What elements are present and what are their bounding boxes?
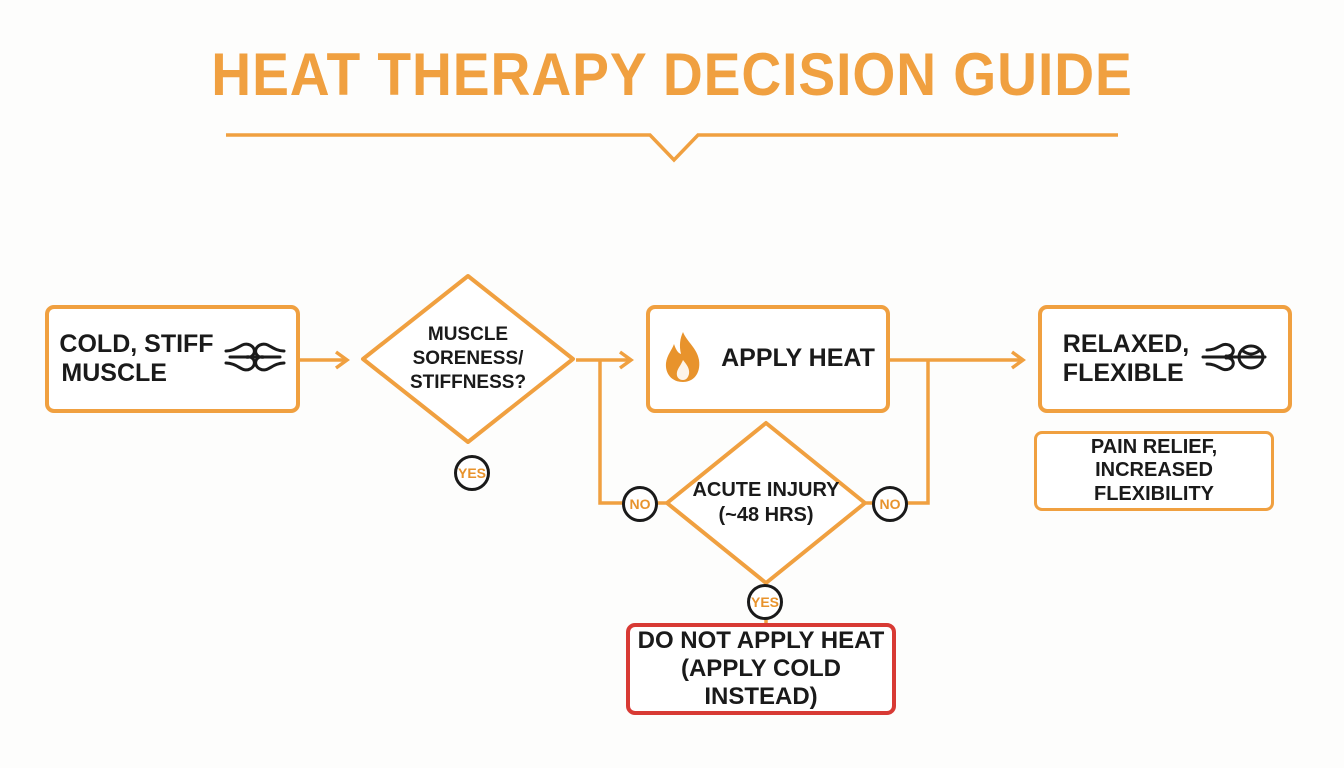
apply-heat-box: APPLY HEAT: [646, 305, 890, 413]
apply-heat-label: APPLY HEAT: [721, 344, 875, 373]
q2-no-left-badge: NO: [622, 486, 658, 522]
benefits-line2: INCREASED FLEXIBILITY: [1094, 459, 1214, 505]
q2-yes-badge: YES: [747, 584, 783, 620]
muscle-fiber-icon: [1201, 337, 1267, 382]
arrowhead-result: [1010, 350, 1026, 370]
start-label-line1: COLD, STIFF: [59, 329, 214, 358]
muscle-fiber-icon: [224, 337, 286, 382]
question2-line2: (~48 HRS): [718, 504, 814, 526]
question2-line1: ACUTE INJURY: [692, 479, 840, 501]
page-title: HEAT THERAPY DECISION GUIDE: [211, 41, 1133, 108]
question1-line2: SORENESS/: [412, 348, 524, 370]
warning-line2: (APPLY COLD INSTEAD): [680, 654, 842, 711]
arrowhead-heat: [618, 350, 634, 370]
benefits-box: PAIN RELIEF, INCREASED FLEXIBILITY: [1034, 431, 1274, 511]
benefits-line1: PAIN RELIEF,: [1090, 435, 1218, 458]
title-underline: [226, 133, 1118, 163]
result-box: RELAXED, FLEXIBLE: [1038, 305, 1292, 413]
result-label-line1: RELAXED,: [1062, 329, 1190, 358]
start-box: COLD, STIFF MUSCLE: [45, 305, 300, 413]
result-label-line2: FLEXIBLE: [1062, 359, 1184, 387]
warning-box: DO NOT APPLY HEAT (APPLY COLD INSTEAD): [626, 623, 896, 715]
start-label-line2: MUSCLE: [61, 359, 167, 387]
question1-line3: STIFFNESS?: [409, 371, 527, 393]
warning-line1: DO NOT APPLY HEAT: [637, 626, 885, 654]
question1-line1: MUSCLE: [427, 324, 509, 346]
question1-diamond: MUSCLE SORENESS/ STIFFNESS?: [360, 273, 576, 445]
question2-diamond: ACUTE INJURY (~48 HRS): [664, 420, 868, 586]
arrowhead-q1: [334, 350, 350, 370]
flame-icon: [661, 330, 705, 389]
q2-no-right-badge: NO: [872, 486, 908, 522]
q1-yes-badge: YES: [454, 455, 490, 491]
